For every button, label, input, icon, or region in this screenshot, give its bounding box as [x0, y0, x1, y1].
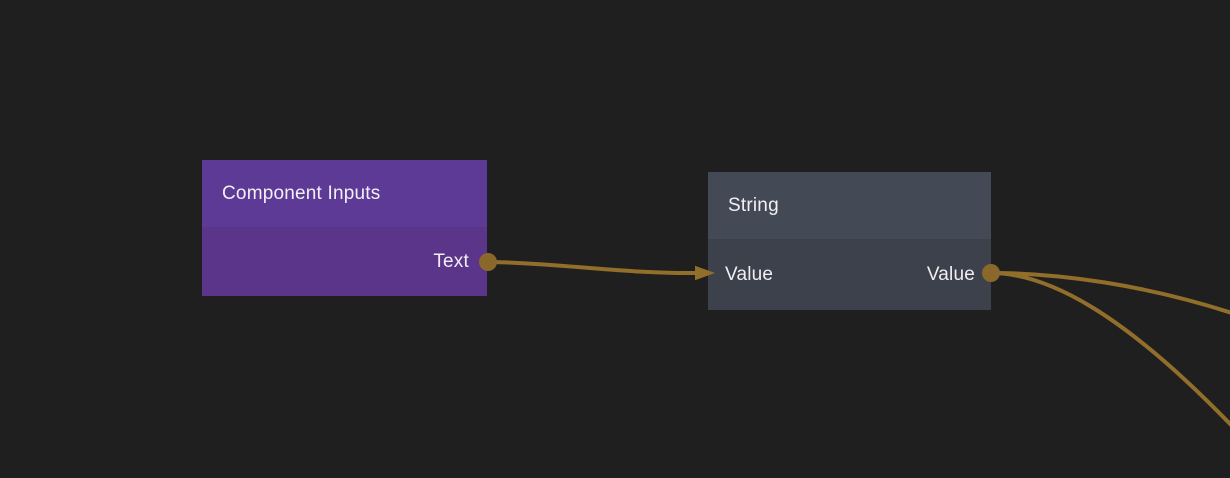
node-component-inputs-body: Text	[202, 227, 487, 296]
node-string-title: String	[728, 194, 779, 216]
wire-string-output-1[interactable]	[991, 271, 1230, 315]
output-port-label-text: Text	[433, 250, 469, 272]
wire-string-output-2[interactable]	[991, 271, 1230, 427]
node-component-inputs-title: Component Inputs	[222, 182, 381, 204]
node-string-header[interactable]: String	[708, 172, 991, 239]
node-string[interactable]: String Value Value	[708, 172, 991, 310]
node-string-body: Value Value	[708, 239, 991, 310]
node-component-inputs[interactable]: Component Inputs Text	[202, 160, 487, 296]
input-port-label-value: Value	[725, 263, 774, 285]
wire-component-inputs-to-string[interactable]	[490, 260, 700, 276]
output-port-label-value: Value	[926, 263, 975, 285]
node-component-inputs-header[interactable]: Component Inputs	[202, 160, 487, 227]
